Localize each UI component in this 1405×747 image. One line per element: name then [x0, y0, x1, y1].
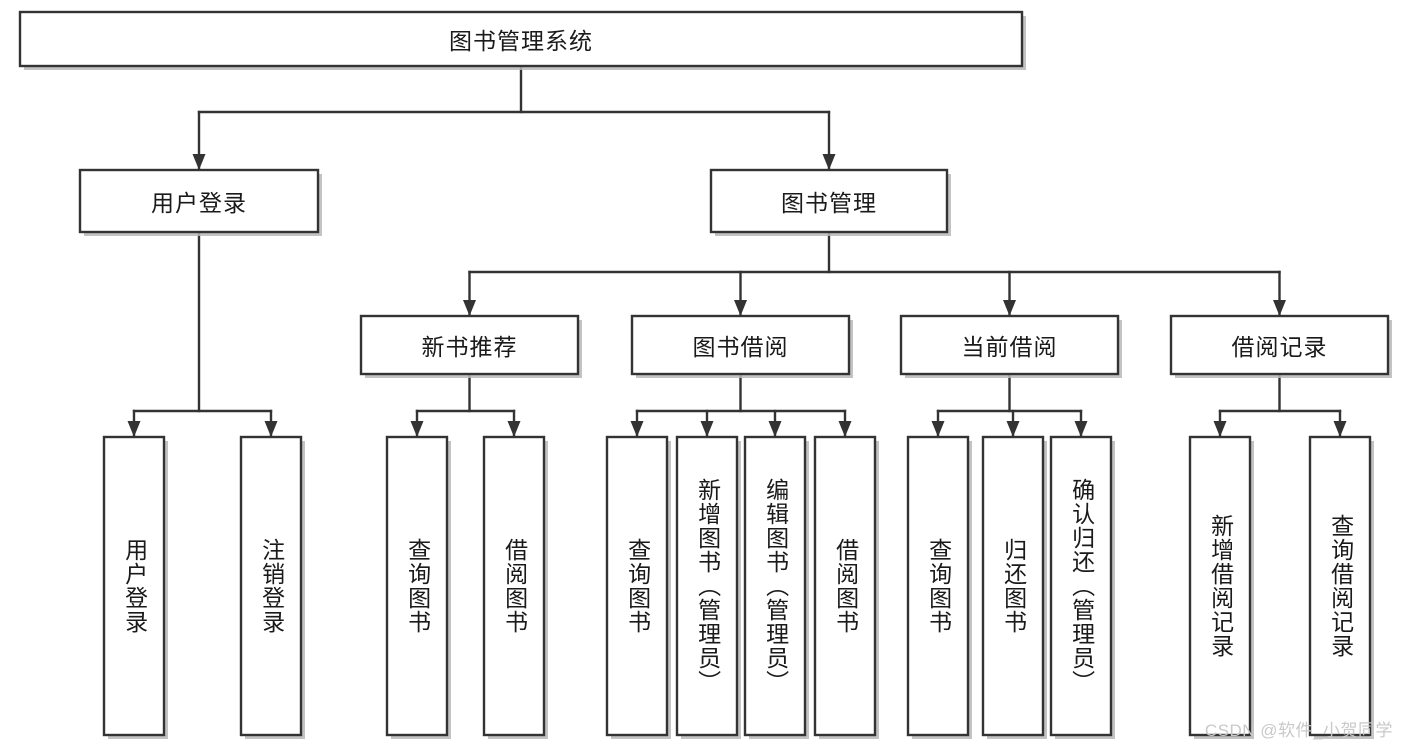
node-box-book-manage[interactable]: [709, 168, 949, 234]
node-box-leaf-query-book-1[interactable]: [385, 435, 449, 737]
node-box-new-book-recommend[interactable]: [359, 314, 580, 376]
node-box-leaf-borrow-book-2[interactable]: [813, 435, 877, 737]
arrow-head-icon: [1074, 421, 1088, 437]
arrow-head-icon: [1003, 300, 1016, 316]
arrow-head-icon: [700, 421, 714, 437]
node-box-leaf-return-book[interactable]: [981, 435, 1045, 737]
node-box-book-borrow[interactable]: [630, 314, 851, 376]
arrow-head-icon: [1333, 421, 1347, 437]
arrow-head-icon: [734, 300, 747, 316]
node-layer: [18, 10, 1392, 739]
node-box-leaf-user-login[interactable]: [102, 435, 166, 737]
arrow-head-icon: [768, 421, 782, 437]
node-box-root[interactable]: [18, 10, 1024, 68]
arrow-head-icon: [463, 300, 476, 316]
arrow-head-icon: [127, 421, 141, 437]
arrow-head-icon: [931, 421, 945, 437]
arrow-head-icon: [1273, 300, 1286, 316]
node-box-leaf-add-book[interactable]: [675, 435, 739, 737]
node-box-borrow-record[interactable]: [1169, 314, 1390, 376]
arrow-head-icon: [630, 421, 644, 437]
node-box-leaf-query-book-2[interactable]: [605, 435, 669, 737]
node-box-leaf-query-record[interactable]: [1308, 435, 1372, 737]
arrow-head-icon: [1213, 421, 1227, 437]
node-box-leaf-borrow-book-1[interactable]: [482, 435, 546, 737]
arrow-head-icon: [838, 421, 852, 437]
arrow-head-icon: [822, 154, 836, 170]
node-box-current-borrow[interactable]: [899, 314, 1120, 376]
node-box-user-login[interactable]: [78, 168, 320, 234]
node-box-leaf-add-record[interactable]: [1188, 435, 1252, 737]
node-box-leaf-confirm-return[interactable]: [1049, 435, 1113, 737]
node-box-leaf-edit-book[interactable]: [743, 435, 807, 737]
connector-layer: [127, 64, 1347, 438]
arrow-head-icon: [410, 421, 424, 437]
arrow-head-icon: [507, 421, 521, 437]
arrow-head-icon: [192, 154, 206, 170]
node-box-leaf-user-logout[interactable]: [239, 435, 303, 737]
node-box-leaf-query-book-3[interactable]: [906, 435, 970, 737]
arrow-head-icon: [1006, 421, 1020, 437]
watermark-text: CSDN @软件_小贺同学: [1204, 721, 1393, 740]
arrow-head-icon: [264, 421, 278, 437]
